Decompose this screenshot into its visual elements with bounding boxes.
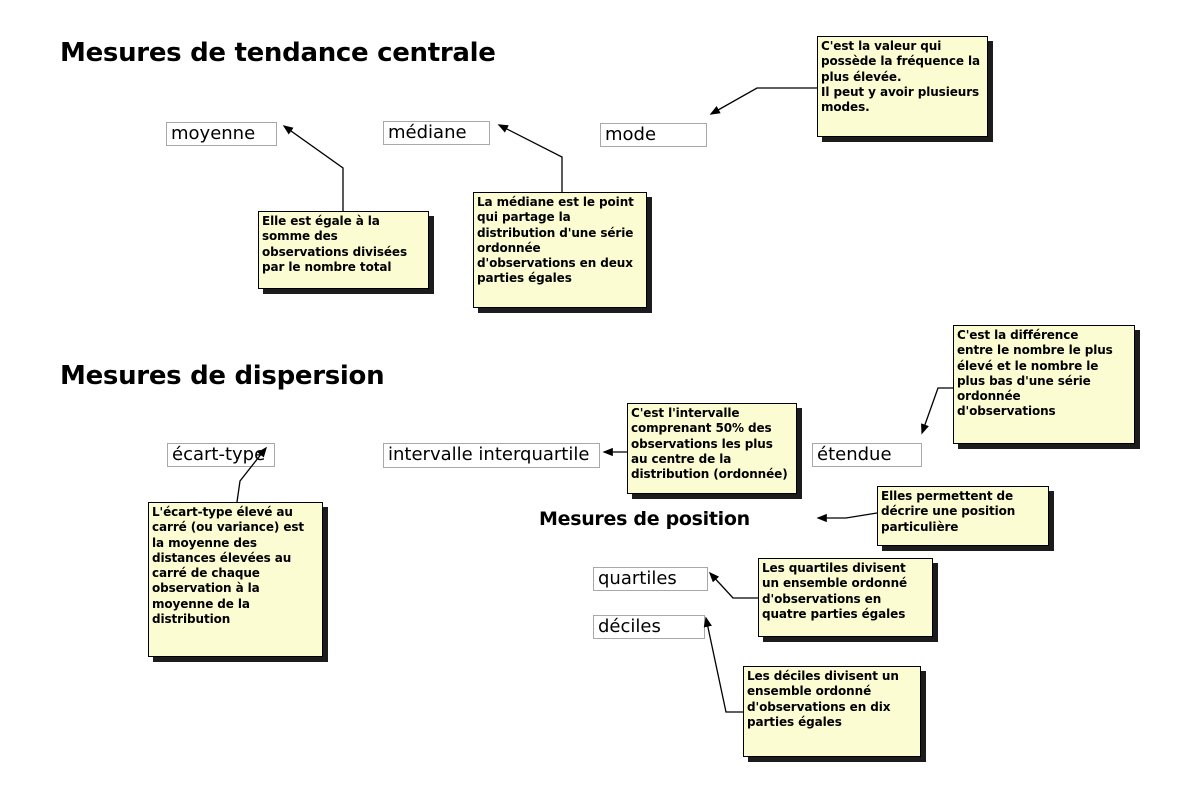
concept-box-intervalle-interquartile[interactable]: intervalle interquartile	[383, 443, 600, 468]
arrow-note-to-mode	[709, 87, 817, 115]
section-title-dispersion: Mesures de dispersion	[60, 361, 385, 391]
arrow-note-to-mediane	[497, 124, 563, 192]
note-quartiles[interactable]: Les quartiles divisent un ensemble ordon…	[758, 558, 933, 637]
note-mode[interactable]: C'est la valeur qui possède la fréquence…	[817, 36, 988, 137]
concept-box-quartiles[interactable]: quartiles	[593, 567, 708, 591]
concept-box-ecart-type[interactable]: écart-type	[167, 443, 275, 467]
section-title-tendance-centrale: Mesures de tendance centrale	[60, 38, 496, 68]
note-ecart-type[interactable]: L'écart-type élevé au carré (ou variance…	[148, 502, 323, 657]
concept-box-moyenne[interactable]: moyenne	[166, 122, 277, 146]
arrow-note-to-position-title	[816, 512, 878, 523]
arrow-note-to-moyenne	[282, 125, 344, 211]
concept-box-deciles[interactable]: déciles	[593, 615, 705, 639]
section-title-position: Mesures de position	[539, 508, 750, 530]
note-intervalle-interquartile[interactable]: C'est l'intervalle comprenant 50% des ob…	[627, 403, 797, 494]
arrow-note-to-deciles	[703, 616, 743, 713]
note-etendue[interactable]: C'est la différence entre le nombre le p…	[953, 325, 1135, 444]
arrow-note-to-quartiles	[708, 571, 758, 599]
note-mediane[interactable]: La médiane est le point qui partage la d…	[473, 192, 647, 308]
note-position[interactable]: Elles permettent de décrire une position…	[877, 486, 1049, 546]
note-moyenne[interactable]: Elle est égale à la somme des observatio…	[258, 211, 429, 289]
note-deciles[interactable]: Les déciles divisent un ensemble ordonné…	[743, 666, 921, 757]
concept-box-mode[interactable]: mode	[600, 123, 707, 147]
concept-box-etendue[interactable]: étendue	[812, 443, 922, 467]
arrow-note-to-etendue	[921, 387, 953, 435]
concept-box-mediane[interactable]: médiane	[383, 121, 490, 145]
